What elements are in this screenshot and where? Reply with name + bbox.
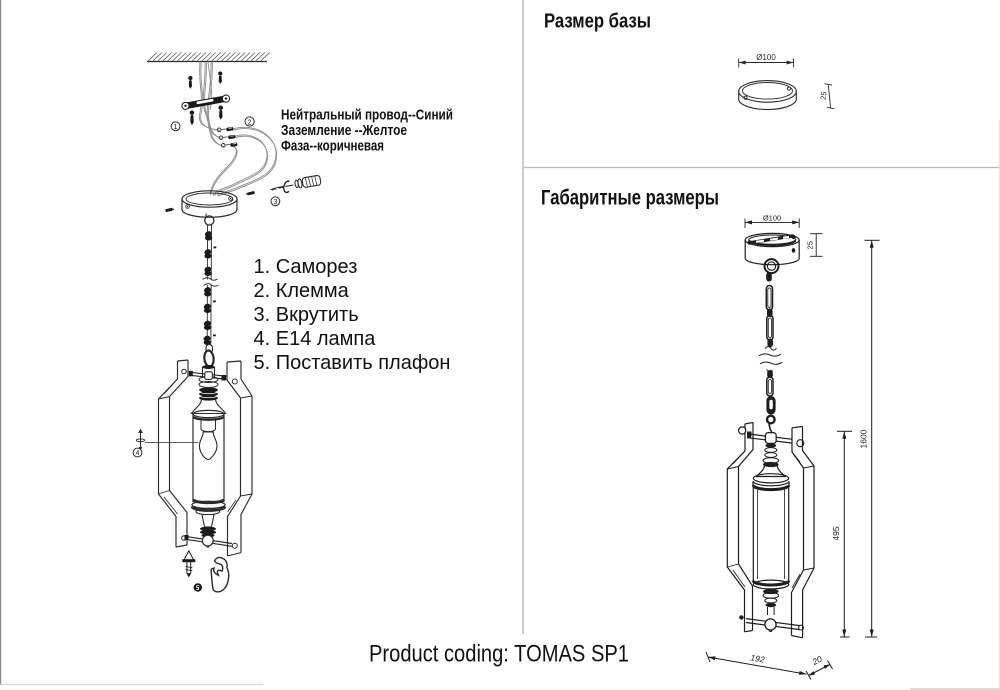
svg-text:3: 3 [273, 199, 277, 206]
svg-text:Фаза--коричневая: Фаза--коричневая [281, 138, 384, 155]
svg-text:Размер базы: Размер базы [544, 11, 651, 33]
svg-text:Ø100: Ø100 [763, 214, 781, 223]
svg-text:5. Поставить плафон: 5. Поставить плафон [254, 352, 451, 374]
svg-text:1. Саморез: 1. Саморез [254, 256, 358, 278]
svg-text:2. Клемма: 2. Клемма [254, 280, 350, 302]
svg-text:1: 1 [174, 124, 178, 131]
svg-text:Ø100: Ø100 [756, 53, 776, 62]
svg-text:25: 25 [805, 241, 814, 249]
svg-text:25: 25 [819, 91, 829, 100]
svg-text:4. Е14 лампа: 4. Е14 лампа [254, 328, 377, 350]
svg-text:Заземление --Желтое: Заземление --Желтое [281, 122, 407, 139]
svg-text:1600: 1600 [859, 429, 869, 448]
svg-text:Нейтральный провод--Синий: Нейтральный провод--Синий [281, 107, 453, 124]
svg-text:20: 20 [810, 654, 824, 668]
svg-text:Габаритные размеры: Габаритные размеры [541, 187, 719, 210]
svg-text:495: 495 [831, 526, 841, 540]
svg-text:4: 4 [136, 450, 140, 457]
svg-text:192: 192 [750, 652, 766, 664]
svg-text:2: 2 [248, 119, 252, 126]
svg-text:Product coding: TOMAS SP1: Product coding: TOMAS SP1 [369, 641, 629, 668]
svg-text:3. Вкрутить: 3. Вкрутить [254, 304, 359, 326]
